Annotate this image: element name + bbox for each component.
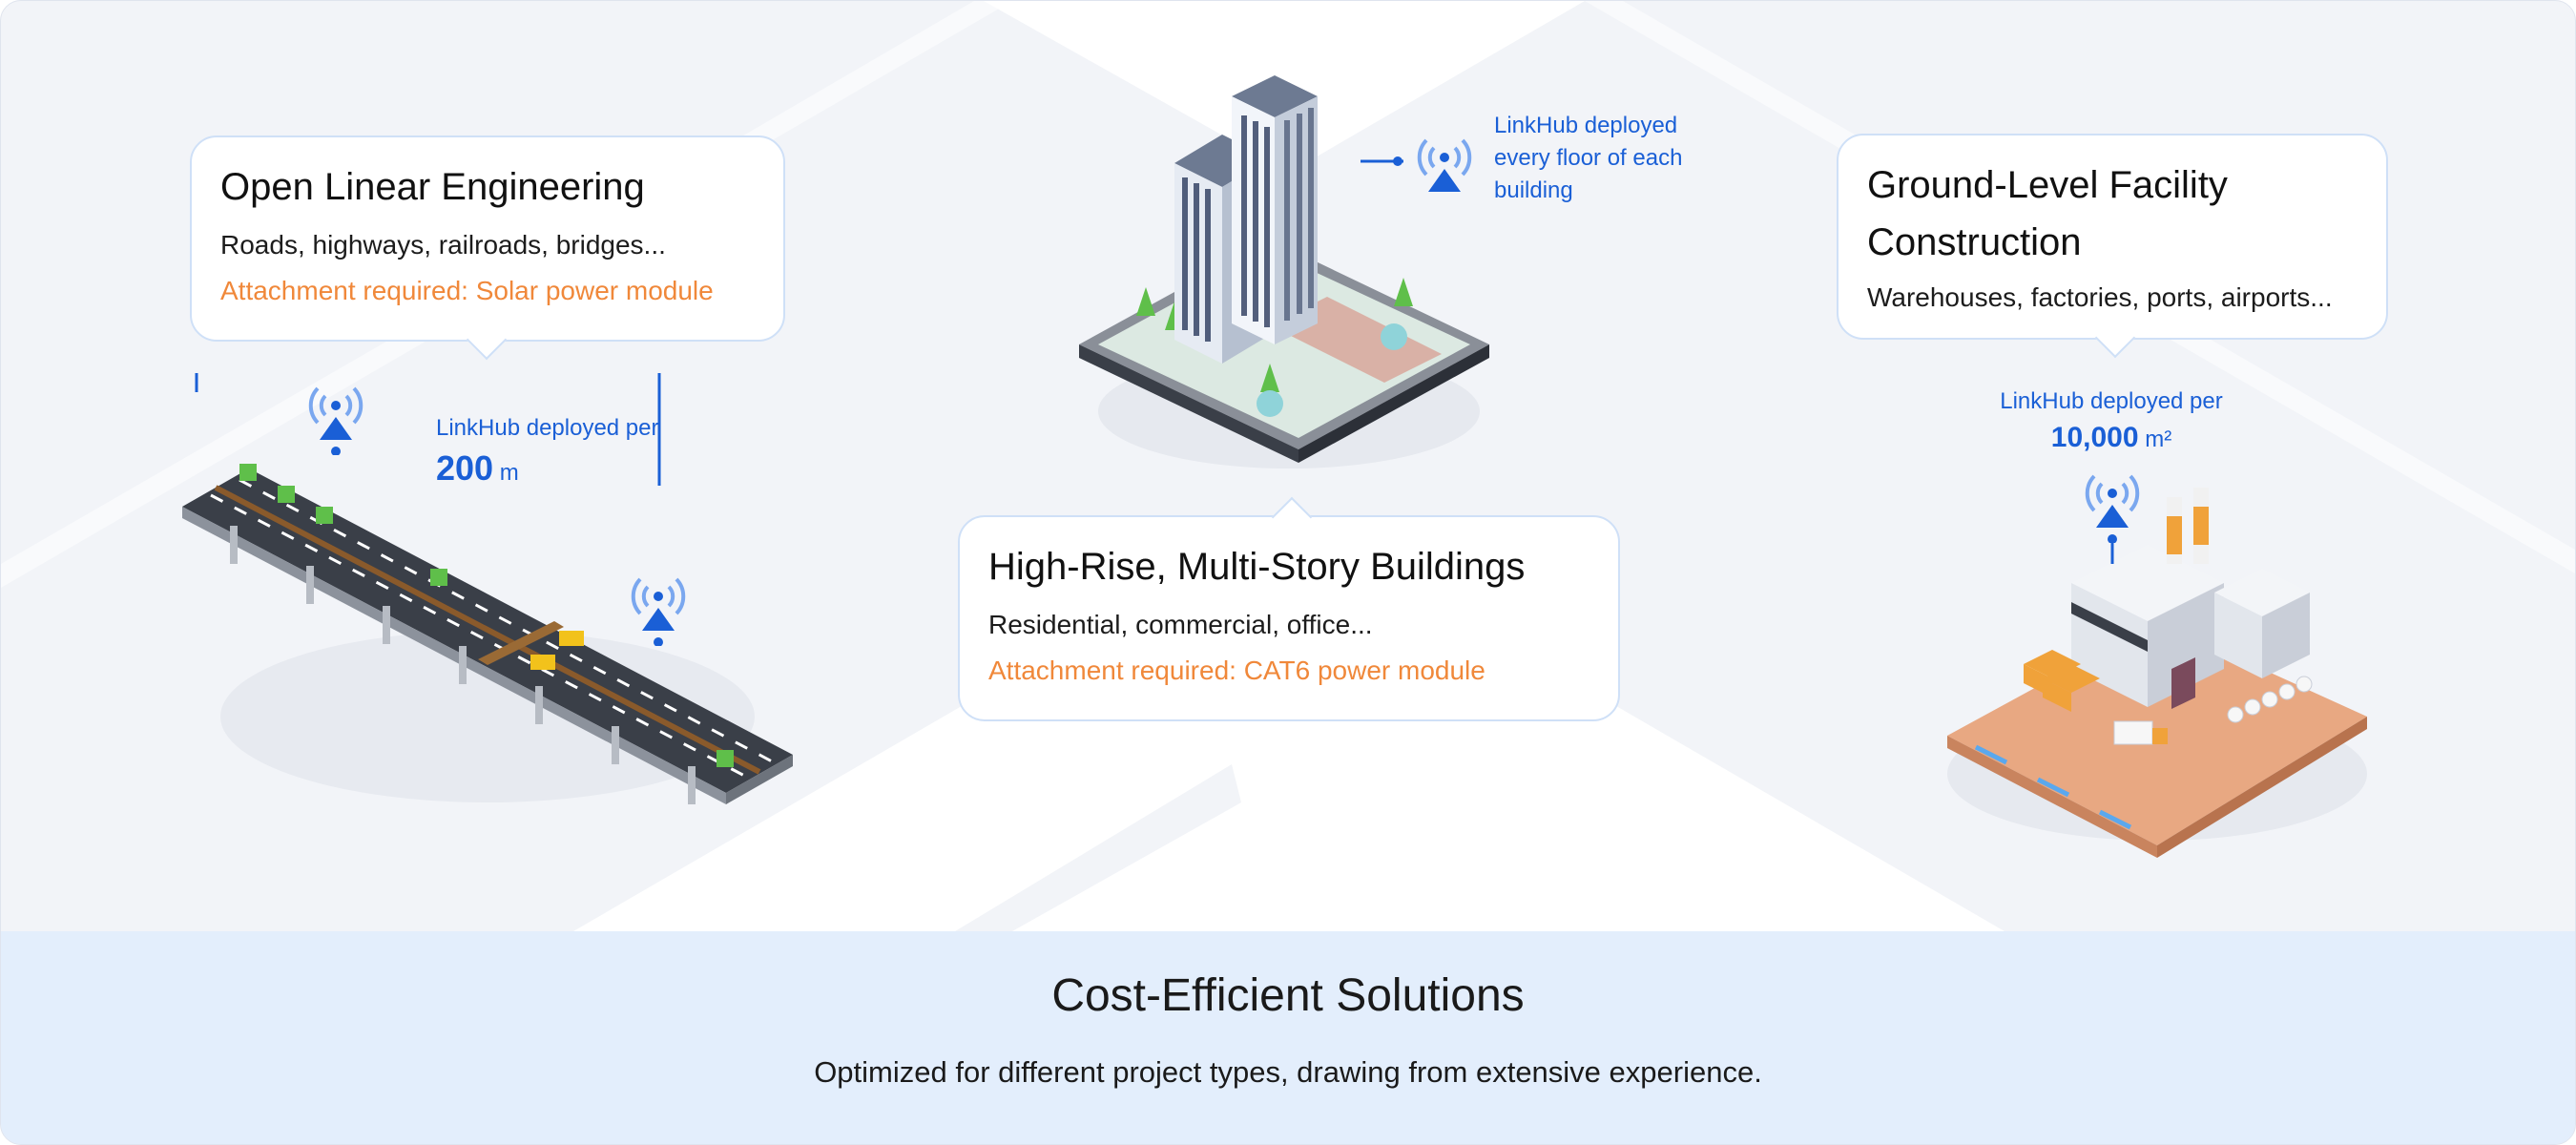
footer-banner: Cost-Efficient Solutions Optimized for d… <box>1 931 2575 1144</box>
card-description: Roads, highways, railroads, bridges... <box>220 230 666 260</box>
label-text: LinkHub deployed per <box>2000 388 2223 414</box>
card-requirement-note: Attachment required: Solar power module <box>220 276 714 305</box>
card-title: High-Rise, Multi-Story Buildings <box>988 546 1526 588</box>
card-title-line2: Construction <box>1867 221 2082 263</box>
facility-deployment-label: LinkHub deployed per 10,000 m² <box>1997 385 2226 456</box>
footer-subtitle: Optimized for different project types, d… <box>814 1055 1762 1089</box>
card-title: Open Linear Engineering <box>220 166 645 208</box>
factory-facility-illustration <box>1947 488 2367 858</box>
card-description: Residential, commercial, office... <box>988 610 1373 639</box>
high-rise-building-illustration <box>1079 75 1489 468</box>
label-line3: building <box>1494 177 1573 203</box>
highway-bridge-illustration <box>182 373 793 804</box>
label-text: LinkHub deployed per <box>436 415 659 441</box>
label-value: 200 <box>436 448 494 488</box>
highrise-deployment-label: LinkHub deployed every floor of each bui… <box>1494 110 1682 207</box>
ground-facility-card: Ground-Level Facility Construction Wareh… <box>1837 134 2388 359</box>
card-title-line1: Ground-Level Facility <box>1867 164 2228 206</box>
label-unit: m <box>499 460 519 486</box>
signal-tower-icon <box>631 577 686 646</box>
linear-engineering-card: Open Linear Engineering Roads, highways,… <box>190 135 785 361</box>
label-line1: LinkHub deployed <box>1494 113 1678 138</box>
label-unit: m² <box>2145 427 2172 452</box>
label-line2: every floor of each <box>1494 145 1683 171</box>
signal-tower-icon <box>1417 138 1472 192</box>
signal-tower-icon <box>308 386 364 455</box>
label-value: 10,000 <box>2050 422 2139 453</box>
card-description: Warehouses, factories, ports, airports..… <box>1867 282 2333 312</box>
signal-tower-icon <box>2085 474 2140 543</box>
card-requirement-note: Attachment required: CAT6 power module <box>988 656 1485 685</box>
high-rise-card: High-Rise, Multi-Story Buildings Residen… <box>958 496 1620 721</box>
footer-title: Cost-Efficient Solutions <box>1051 970 1525 1021</box>
linear-deployment-label: LinkHub deployed per 200 m <box>436 412 659 489</box>
